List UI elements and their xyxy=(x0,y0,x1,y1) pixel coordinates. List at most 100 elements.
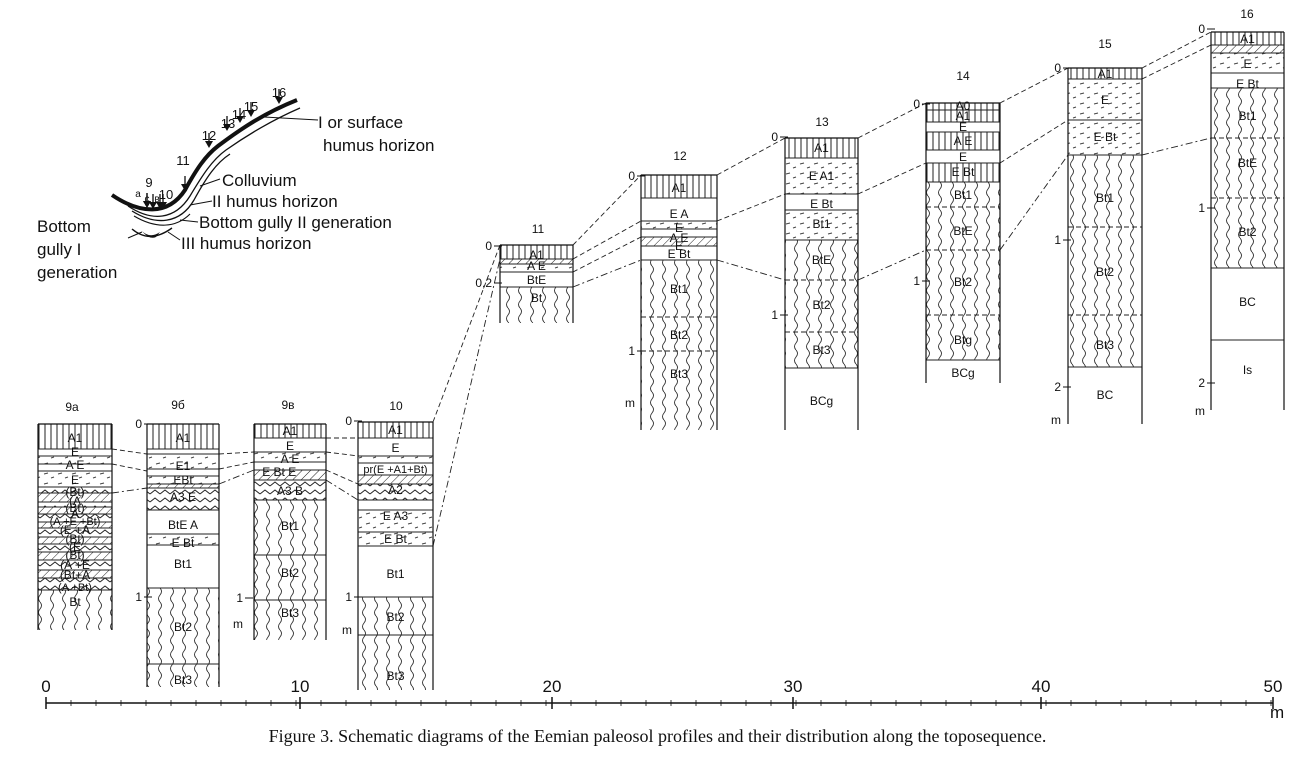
horizon-band xyxy=(254,424,326,438)
horizon-label: E Bt xyxy=(172,536,195,550)
horizon-label: A1 xyxy=(1098,67,1113,81)
correlation-line xyxy=(999,154,1069,251)
horizon-band xyxy=(147,484,219,488)
inset-labels: I or surface humus horizon Colluvium II … xyxy=(37,113,435,282)
horizon-label: E xyxy=(959,120,967,134)
horizon-label: A3 E xyxy=(170,490,196,504)
marker-label: 9 xyxy=(145,175,152,190)
horizon-label: E xyxy=(675,239,683,253)
horizon-band xyxy=(358,635,433,690)
horizon-label: A1 xyxy=(672,181,687,195)
horizon-band xyxy=(38,544,112,552)
correlation-line xyxy=(572,259,642,288)
correlation-line xyxy=(111,487,148,494)
horizon-band xyxy=(38,507,112,514)
gully-I-leader xyxy=(127,231,143,239)
horizon-label: (A xyxy=(69,494,81,508)
gully-II-curve xyxy=(133,213,191,226)
horizon-label: A1 xyxy=(1240,32,1255,46)
depth-label: 1 xyxy=(345,590,352,604)
depth-label: 0 xyxy=(1198,22,1205,36)
correlation-line xyxy=(111,463,148,472)
horizon-band xyxy=(147,476,219,484)
horizon-band xyxy=(254,470,326,480)
horizon-band xyxy=(500,245,573,259)
horizon-label: Bt3 xyxy=(812,343,830,357)
horizon-label: Bt2 xyxy=(812,298,830,312)
horizon-label: E A xyxy=(670,207,689,221)
horizon-band xyxy=(147,454,219,469)
horizon-label: Bt3 xyxy=(174,673,192,687)
profile-label: 16 xyxy=(1240,7,1254,21)
horizon-label: (Bt) xyxy=(65,532,84,546)
marker-label: 16 xyxy=(272,85,286,100)
horizon-band xyxy=(358,484,433,500)
depth-label: 1 xyxy=(913,274,920,288)
horizon-band xyxy=(254,480,326,500)
correlation-line xyxy=(857,249,927,281)
horizon-label: E xyxy=(71,445,79,459)
depth-label: 1 xyxy=(135,590,142,604)
depth-label: 0 xyxy=(485,239,492,253)
correlation-line xyxy=(999,119,1069,164)
horizon-label: (Bt) xyxy=(65,548,84,562)
horizon-label: A1 xyxy=(388,423,403,437)
horizon-label: A1 xyxy=(814,141,829,155)
correlation-line xyxy=(111,448,148,455)
axis-tick-label: 40 xyxy=(1032,677,1051,696)
horizon-band xyxy=(641,221,717,229)
horizon-band xyxy=(147,424,219,449)
humus-III-leader xyxy=(167,231,181,241)
horizon-band xyxy=(1211,32,1284,45)
horizon-label: BCg xyxy=(951,366,974,380)
depth-label: m xyxy=(1051,413,1061,427)
horizon-band xyxy=(254,500,326,555)
horizon-band xyxy=(38,578,112,590)
correlation-line xyxy=(572,220,642,260)
depth-label: 1 xyxy=(236,591,243,605)
correlation-line xyxy=(218,461,255,470)
horizon-band xyxy=(38,502,112,507)
horizon-band xyxy=(926,207,1000,250)
horizon-band xyxy=(254,555,326,600)
horizon-label: Bt1 xyxy=(1238,109,1256,123)
depth-label: 0 xyxy=(771,130,778,144)
marker-label: 13 xyxy=(221,116,235,131)
horizon-label: (E xyxy=(69,540,81,554)
horizon-label: A1 xyxy=(956,109,971,123)
profile-label: 9в xyxy=(281,398,294,412)
correlation-line xyxy=(999,67,1069,104)
horizon-band xyxy=(38,456,112,464)
axis-unit: m xyxy=(1270,703,1284,722)
profile-label: 9б xyxy=(171,398,185,412)
correlation-line xyxy=(1141,44,1212,80)
depth-label: 1 xyxy=(771,308,778,322)
horizon-band xyxy=(358,532,433,546)
horizon-band xyxy=(358,597,433,635)
horizon-band xyxy=(38,560,112,570)
horizon-label: (A +E +Bt) xyxy=(50,516,101,528)
horizon-label: E xyxy=(1101,93,1109,107)
depth-label: 0,2 xyxy=(475,276,492,290)
horizon-band xyxy=(926,110,1000,122)
horizon-band xyxy=(254,452,326,462)
correlation-line xyxy=(716,259,786,281)
horizon-band xyxy=(147,534,219,545)
axis-tick-label: 0 xyxy=(41,677,50,696)
depth-label: 0 xyxy=(1054,61,1061,75)
horizon-band xyxy=(641,237,717,246)
horizon-band xyxy=(926,250,1000,315)
horizon-label: A1 xyxy=(68,431,83,445)
horizon-band xyxy=(38,522,112,528)
profile-label: 14 xyxy=(956,69,970,83)
correlation-line xyxy=(857,162,927,195)
correlation-line xyxy=(1141,137,1212,156)
depth-label: 1 xyxy=(1054,233,1061,247)
